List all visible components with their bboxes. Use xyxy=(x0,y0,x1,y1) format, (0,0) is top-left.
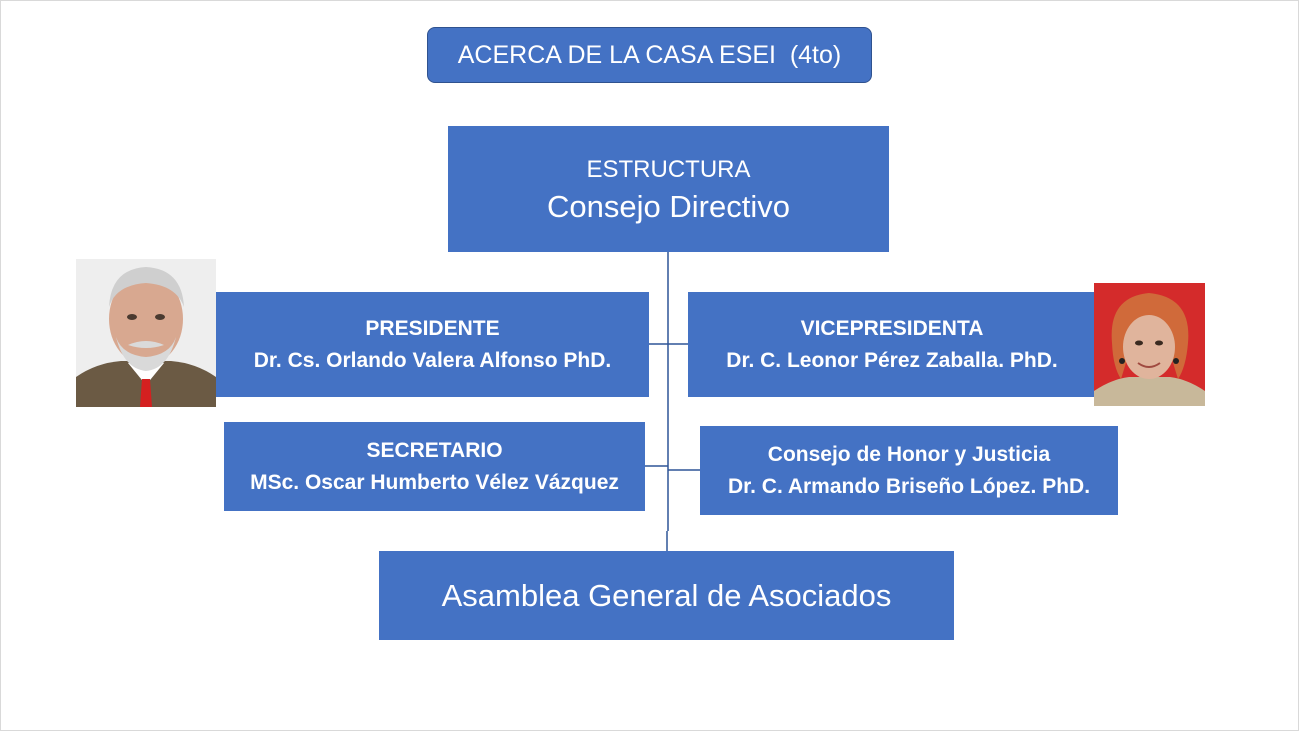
portrait-photo-woman xyxy=(1094,283,1205,406)
secretary-name: MSc. Oscar Humberto Vélez Vázquez xyxy=(250,470,619,494)
board-of-directors-label: Consejo Directivo xyxy=(547,189,790,224)
honor-council-role: Consejo de Honor y Justicia xyxy=(767,442,1051,466)
general-assembly-label: Asamblea General de Asociados xyxy=(441,577,892,613)
honor-council-box: Consejo de Honor y Justicia Dr. C. Arman… xyxy=(700,426,1118,515)
president-role: PRESIDENTE xyxy=(365,316,500,340)
structure-label: ESTRUCTURA xyxy=(586,156,751,183)
vice-president-role: VICEPRESIDENTA xyxy=(800,316,984,340)
board-of-directors-box: ESTRUCTURA Consejo Directivo xyxy=(448,126,889,252)
vice-president-name: Dr. C. Leonor Pérez Zaballa. PhD. xyxy=(726,348,1058,372)
president-box: PRESIDENTE Dr. Cs. Orlando Valera Alfons… xyxy=(216,292,649,397)
president-portrait-icon xyxy=(76,259,216,407)
president-name: Dr. Cs. Orlando Valera Alfonso PhD. xyxy=(253,348,612,372)
secretary-box: SECRETARIO MSc. Oscar Humberto Vélez Váz… xyxy=(224,422,645,511)
secretary-role: SECRETARIO xyxy=(366,438,503,462)
vice-president-portrait-icon xyxy=(1094,283,1205,406)
portrait-photo-man xyxy=(76,259,216,407)
vice-president-box: VICEPRESIDENTA Dr. C. Leonor Pérez Zabal… xyxy=(688,292,1096,397)
slide-title: ACERCA DE LA CASA ESEI (4to) xyxy=(427,27,872,83)
honor-council-name: Dr. C. Armando Briseño López. PhD. xyxy=(727,474,1091,498)
general-assembly-box: Asamblea General de Asociados xyxy=(379,551,954,640)
